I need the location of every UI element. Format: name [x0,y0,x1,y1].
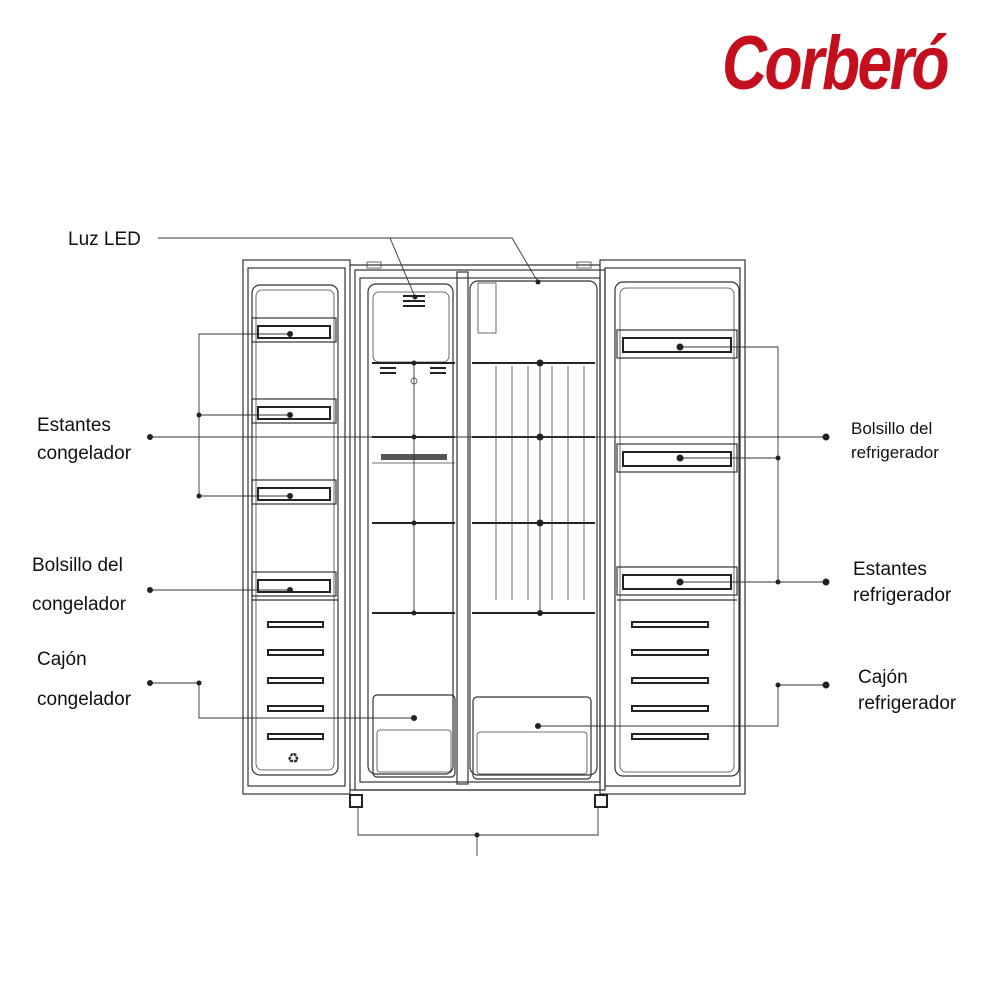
leader-lines [147,237,830,856]
label-estantes-congelador-2: congelador [37,443,132,464]
fridge-drawer-slots [631,621,709,740]
label-cajon-congelador-2: congelador [37,689,132,710]
fridge-door [614,281,740,777]
freezer-drawer-slots [267,621,324,740]
label-estantes-congelador-1: Estantes [37,415,111,436]
label-cajon-congelador-1: Cajón [37,649,87,670]
fridge-body [242,259,746,808]
corbero-logo: Corberó [722,21,950,106]
fridge-compartment [469,280,598,780]
label-estantes-refrigerador-1: Estantes [853,559,927,580]
label-luz-led: Luz LED [68,229,141,250]
recycle-icon: ♻ [287,750,300,766]
label-bolsillo-congelador-2: congelador [32,594,127,615]
label-cajon-refrigerador-1: Cajón [858,667,908,688]
label-cajon-refrigerador-2: refrigerador [858,693,957,714]
label-estantes-refrigerador-2: refrigerador [853,585,952,606]
freezer-door: ♻ [251,284,339,776]
labels: Luz LED Estantes congelador Bolsillo del… [32,229,957,714]
freezer-compartment [367,283,456,778]
label-bolsillo-refrigerador-2: refrigerador [851,443,939,462]
label-bolsillo-refrigerador-1: Bolsillo del [851,419,932,438]
label-bolsillo-congelador-1: Bolsillo del [32,555,123,576]
freezer-door-bins [251,317,337,597]
